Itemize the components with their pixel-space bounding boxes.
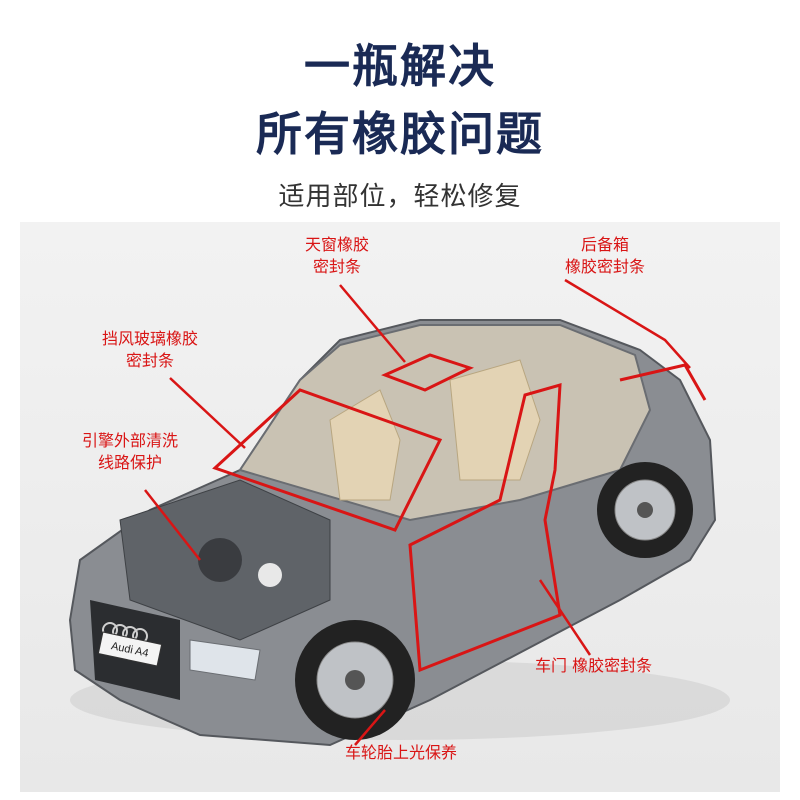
- callout-trunk-line-1: 后备箱: [581, 235, 630, 254]
- leader-door: [538, 579, 592, 656]
- headlight: [189, 639, 261, 681]
- engine-block: [198, 538, 242, 582]
- leader-tire: [354, 709, 386, 746]
- car-seat-rear: [449, 359, 541, 481]
- callout-windshield-line-2: 密封条: [126, 351, 175, 370]
- headline-line-1: 一瓶解决: [304, 39, 496, 93]
- callout-trunk-line-2: 橡胶密封条: [565, 257, 646, 276]
- headline-line-2: 所有橡胶问题: [256, 107, 544, 161]
- leader-engine: [144, 489, 201, 561]
- callout-trunk-seal: 后备箱 橡胶密封条: [565, 234, 645, 278]
- callout-sunroof-line-1: 天窗橡胶: [305, 235, 370, 254]
- callout-engine-wiring: 引擎外部清洗 线路保护: [82, 430, 178, 474]
- car-seat-front: [329, 389, 401, 501]
- subtitle: 适用部位，轻松修复: [278, 182, 522, 212]
- leader-windshield: [169, 377, 246, 449]
- front-wheel: [295, 620, 415, 740]
- callout-windshield-seal: 挡风玻璃橡胶 密封条: [102, 328, 198, 372]
- callout-sunroof-line-2: 密封条: [313, 257, 362, 276]
- callout-tire-line-1: 车轮胎上光保养: [345, 743, 458, 762]
- callout-sunroof-seal: 天窗橡胶 密封条: [305, 234, 369, 278]
- engine-reservoir: [258, 563, 282, 587]
- sunroof-seal-outline: [381, 353, 474, 392]
- callout-windshield-line-1: 挡风玻璃橡胶: [102, 329, 199, 348]
- callout-engine-line-2: 线路保护: [98, 453, 163, 472]
- leader-trunk: [564, 278, 691, 369]
- callout-engine-line-1: 引擎外部清洗: [82, 431, 179, 450]
- license-plate: [97, 631, 163, 667]
- callout-door-line-1: 车门 橡胶密封条: [535, 656, 653, 675]
- trunk-seal-outline: [619, 363, 707, 401]
- door-seal-outline: [408, 382, 562, 673]
- rear-wheel: [597, 462, 693, 558]
- leader-sunroof: [339, 284, 406, 363]
- callout-door-seal: 车门 橡胶密封条: [535, 655, 652, 677]
- windshield-seal-outline: [212, 388, 443, 532]
- callout-tire-shine: 车轮胎上光保养: [345, 742, 457, 764]
